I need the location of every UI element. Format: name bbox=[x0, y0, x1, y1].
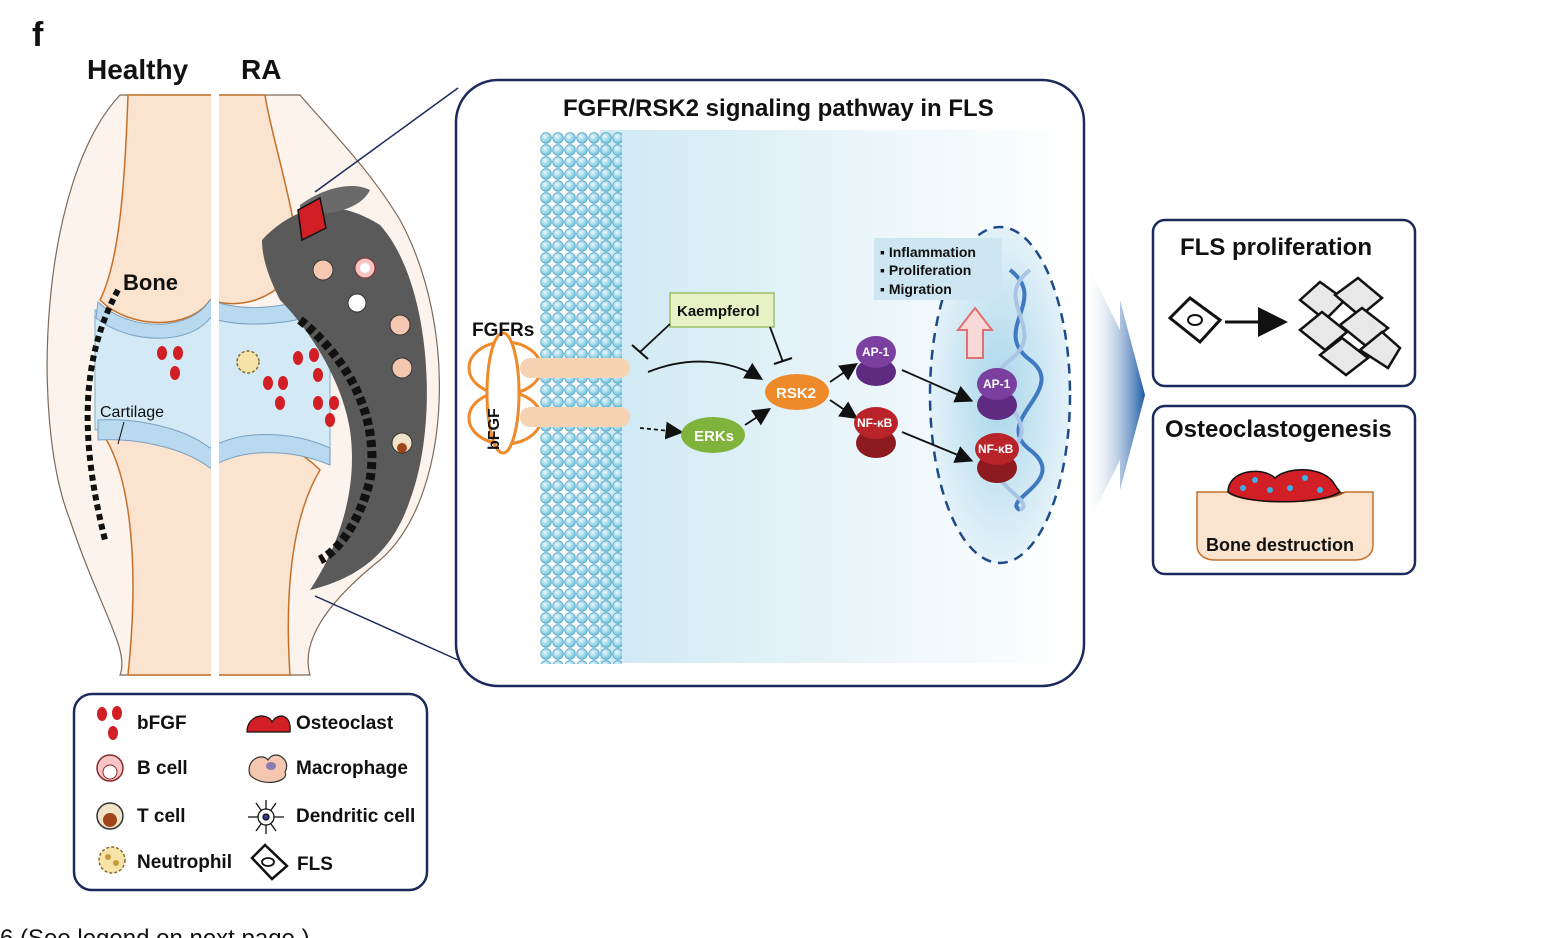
nfkb-nuclear-node bbox=[975, 433, 1019, 465]
proliferation-title: FLS proliferation bbox=[1180, 234, 1372, 261]
bfgf-icon bbox=[97, 706, 122, 740]
arrow-ap1-nucleus bbox=[901, 369, 974, 403]
bone-label: Bone bbox=[123, 270, 178, 295]
legend-label-macrophage: Macrophage bbox=[296, 758, 408, 779]
fgfr-transmembrane-top bbox=[520, 358, 630, 378]
dendritic-cell-icon bbox=[248, 800, 284, 834]
ra-synovial-lining bbox=[297, 316, 377, 565]
kaempferol-label: Kaempferol bbox=[677, 303, 760, 320]
healthy-label: Healthy bbox=[87, 54, 189, 85]
panel-letter: f bbox=[32, 16, 44, 54]
effect-proliferation: ▪ Proliferation bbox=[880, 262, 971, 278]
fgfrs-label: FGFRs bbox=[472, 320, 534, 341]
effects-box bbox=[874, 238, 1002, 300]
bfgf-ligand-label: bFGF bbox=[486, 408, 503, 450]
legend: bFGF Osteoclast B cell Macrophage T cell… bbox=[72, 692, 429, 892]
pathway-panel: FGFR/RSK2 signaling pathway in FLS ▪ Inf… bbox=[454, 78, 1086, 688]
fls-single-icon bbox=[1167, 296, 1223, 345]
dendritic-cell bbox=[347, 293, 367, 313]
pathway-title: FGFR/RSK2 signaling pathway in FLS bbox=[563, 95, 994, 122]
cell-membrane bbox=[540, 132, 622, 664]
erks-node bbox=[681, 417, 745, 453]
nfkb-nuclear-label: NF-κB bbox=[978, 442, 1014, 456]
osteoclast-icon bbox=[246, 715, 291, 733]
macrophage-cell bbox=[312, 259, 334, 281]
arrow-erks-rsk2 bbox=[744, 408, 772, 426]
healthy-synovial-lining bbox=[84, 288, 121, 541]
neutrophil-icon bbox=[98, 846, 126, 874]
cartilage-label: Cartilage bbox=[100, 404, 164, 421]
kaempferol-inhibit-rsk2 bbox=[769, 326, 784, 363]
zoom-line-bottom bbox=[314, 595, 459, 661]
ra-label: RA bbox=[241, 54, 281, 85]
macrophage-cell-2 bbox=[389, 314, 411, 336]
legend-label-dendritic-cell: Dendritic cell bbox=[296, 806, 415, 827]
zoom-line-top bbox=[314, 87, 459, 193]
legend-label-b-cell: B cell bbox=[137, 758, 188, 779]
osteoclast-cell bbox=[297, 196, 327, 242]
arrow-rsk2-ap1 bbox=[829, 362, 858, 383]
ap1-nuclear-label: AP-1 bbox=[983, 377, 1011, 391]
legend-label-osteoclast: Osteoclast bbox=[296, 713, 394, 734]
kaempferol-inhibit-fgfr bbox=[639, 323, 671, 353]
upregulation-arrow-icon bbox=[955, 306, 995, 359]
lower-cartilage bbox=[97, 419, 331, 469]
nfkb-label: NF-κB bbox=[857, 416, 893, 430]
ap1-cytoplasm-node bbox=[856, 336, 896, 368]
fls-cluster-icon bbox=[1298, 276, 1402, 377]
bone-destruction-label: Bone destruction bbox=[1206, 535, 1354, 555]
osteoclastogenesis-box: Osteoclastogenesis Bone destruction bbox=[1151, 404, 1417, 576]
neutrophil-cell bbox=[236, 350, 260, 374]
fgfr-transmembrane-bottom bbox=[520, 407, 630, 427]
kaempferol-box bbox=[669, 292, 775, 328]
inflamed-synovium bbox=[262, 207, 427, 590]
fls-icon bbox=[250, 843, 289, 881]
legend-label-bfgf: bFGF bbox=[137, 713, 187, 734]
rsk2-node bbox=[765, 374, 829, 410]
legend-label-t-cell: T cell bbox=[137, 806, 186, 827]
nfkb-cytoplasm-node bbox=[854, 407, 898, 439]
arrow-fgfr-rsk2 bbox=[647, 360, 764, 380]
healthy-ra-divider bbox=[211, 90, 219, 680]
figure-caption: 6 (See legend on next page.) bbox=[0, 925, 310, 938]
macrophage-cell-3 bbox=[391, 357, 413, 379]
bfgf-particles bbox=[157, 346, 339, 427]
legend-label-neutrophil: Neutrophil bbox=[137, 852, 232, 873]
ap1-nuclear-node bbox=[977, 368, 1017, 400]
effect-inflammation: ▪ Inflammation bbox=[880, 244, 976, 260]
bfgf-ligand bbox=[485, 331, 521, 455]
arrow-rsk2-nfkb bbox=[829, 399, 858, 420]
erks-label: ERKs bbox=[694, 428, 734, 445]
effect-migration: ▪ Migration bbox=[880, 281, 952, 297]
osteoclastogenesis-title: Osteoclastogenesis bbox=[1165, 416, 1392, 443]
rsk2-label: RSK2 bbox=[776, 385, 816, 402]
legend-label-fls: FLS bbox=[297, 854, 333, 875]
outcome-arrow-icon bbox=[1085, 260, 1145, 530]
joint-illustration: Healthy RA Bone Cartilage bbox=[46, 54, 459, 680]
ap1-label: AP-1 bbox=[862, 345, 890, 359]
fls-proliferation-box: FLS proliferation bbox=[1151, 218, 1417, 388]
arrow-nfkb-nucleus bbox=[901, 431, 974, 463]
